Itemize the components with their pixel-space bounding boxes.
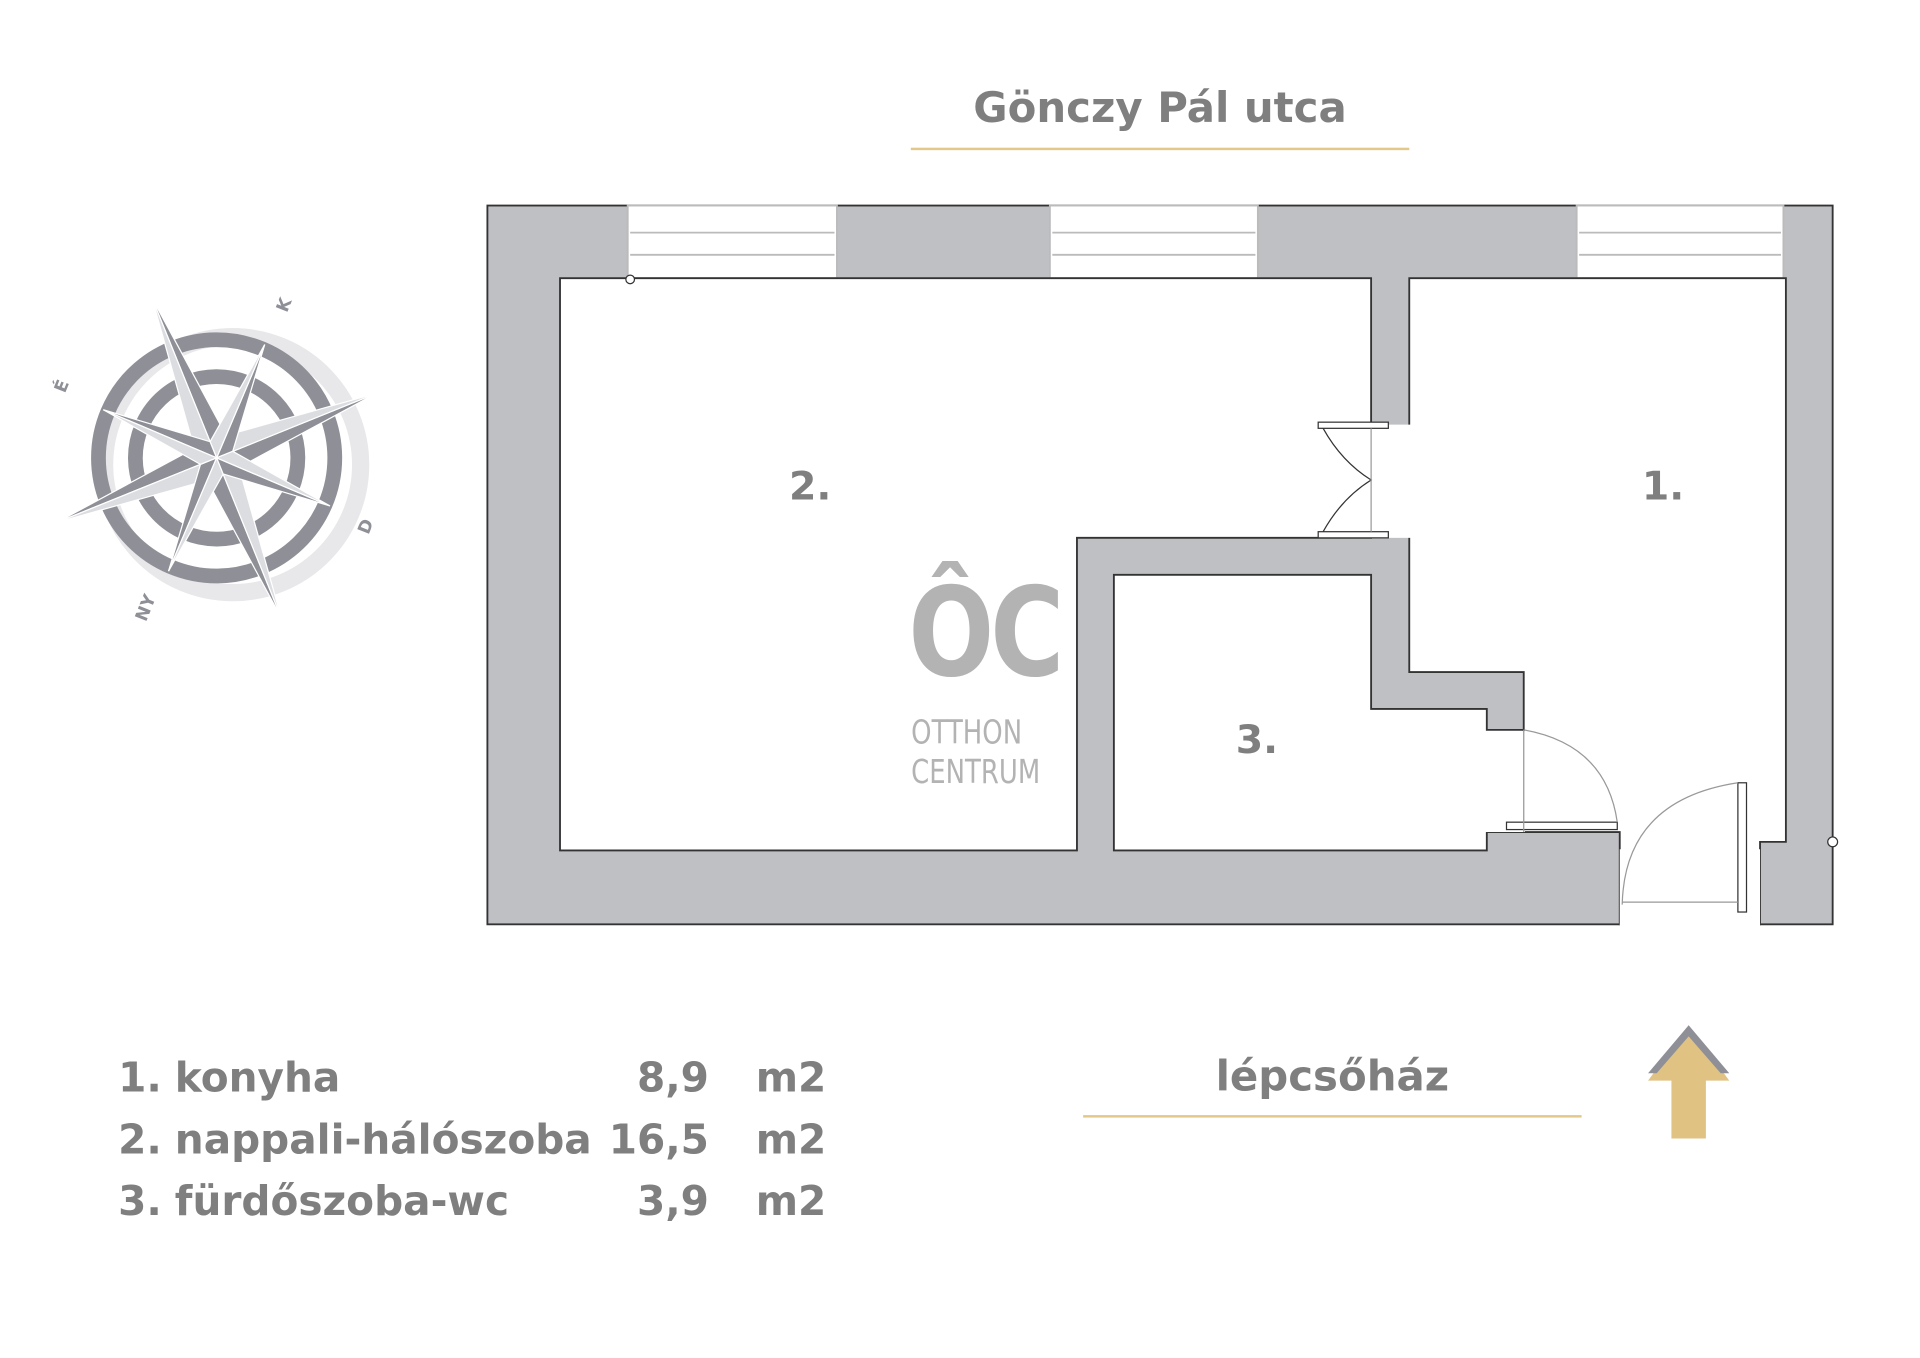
entrance-opening [1619, 849, 1761, 926]
legend-area: 3,9 [636, 1176, 709, 1225]
legend-number: 1. [118, 1053, 162, 1102]
room-label-1: 1. [1641, 462, 1685, 510]
room-2-floor [559, 277, 1373, 852]
legend-unit: m2 [755, 1053, 827, 1102]
window [1048, 204, 1259, 280]
legend-number: 3. [118, 1176, 162, 1225]
room-label-2: 2. [788, 462, 832, 510]
logo-mark: ÔC [908, 561, 1064, 706]
street-underline [910, 147, 1410, 151]
legend-room-name: fürdőszoba-wc [174, 1176, 510, 1225]
legend-number: 2. [118, 1115, 162, 1164]
compass-rose-icon [56, 297, 377, 618]
legend-room-name: konyha [174, 1053, 341, 1102]
door-opening-2-1 [1369, 424, 1411, 538]
entrance-arrow-icon [1648, 1025, 1730, 1139]
door-opening-3-1 [1485, 731, 1525, 833]
legend-unit: m2 [755, 1176, 827, 1225]
legend-area: 16,5 [608, 1115, 709, 1164]
logo-line-2: CENTRUM [911, 753, 1041, 792]
legend-row: 1. konyha 8,9 m2 [118, 1054, 856, 1103]
stairwell-label: lépcsőház [1215, 1052, 1450, 1102]
street-name: Gönczy Pál utca [973, 83, 1347, 133]
legend-room-name: nappali-hálószoba [174, 1115, 592, 1164]
double-door [1317, 421, 1389, 539]
legend-unit: m2 [755, 1115, 827, 1164]
logo-line-1: OTTHON [911, 713, 1023, 753]
legend-row: 3. fürdőszoba-wc 3,9 m2 [118, 1177, 856, 1226]
room-label-3: 3. [1235, 716, 1279, 764]
windows [626, 204, 1785, 280]
otthon-centrum-logo: ÔC OTTHON CENTRUM [896, 554, 1064, 793]
stairwell-underline [1083, 1115, 1582, 1118]
bathroom-door [1505, 729, 1618, 833]
legend-row: 2. nappali-hálószoba 16,5 m2 [118, 1115, 856, 1164]
entrance-door [1621, 782, 1748, 913]
legend-area: 8,9 [636, 1053, 709, 1102]
window [1575, 204, 1785, 280]
window [626, 204, 838, 280]
